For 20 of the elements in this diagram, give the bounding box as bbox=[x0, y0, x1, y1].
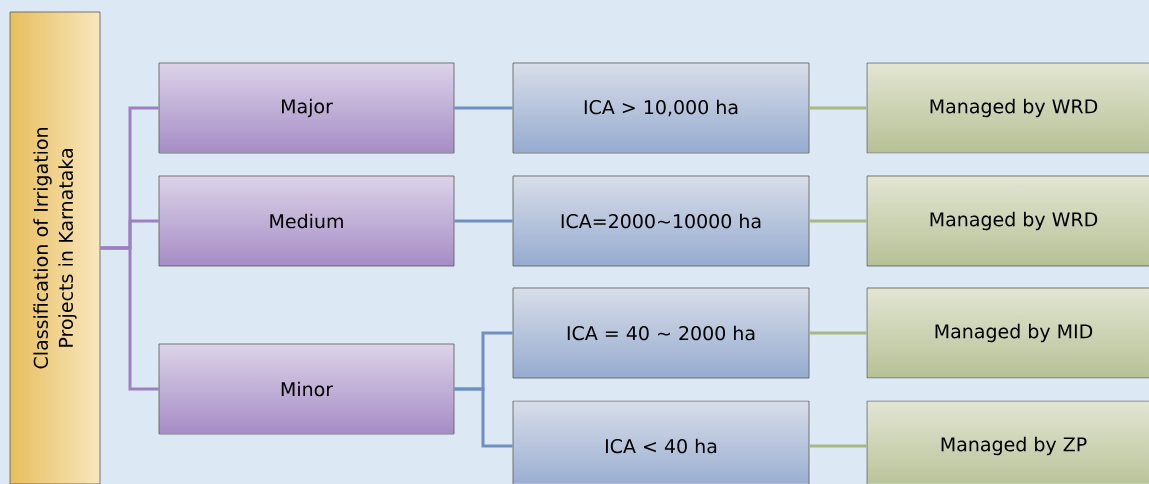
category-box: Minor bbox=[158, 343, 455, 435]
connector-line bbox=[809, 331, 867, 335]
connector-line bbox=[454, 387, 513, 448]
connector-line bbox=[809, 219, 867, 223]
connector-line bbox=[809, 106, 867, 110]
area-box: ICA > 10,000 ha bbox=[512, 62, 810, 154]
connector-line bbox=[100, 246, 159, 391]
connector-line bbox=[454, 219, 513, 223]
agency-box: Managed by WRD bbox=[866, 175, 1149, 267]
connector-line bbox=[454, 106, 513, 110]
category-box: Medium bbox=[158, 175, 455, 267]
category-box: Major bbox=[158, 62, 455, 154]
agency-box: Managed by WRD bbox=[866, 62, 1149, 154]
area-box: ICA < 40 ha bbox=[512, 400, 810, 484]
connector-line bbox=[809, 444, 867, 448]
agency-box: Managed by MID bbox=[866, 287, 1149, 379]
area-box: ICA=2000~10000 ha bbox=[512, 175, 810, 267]
agency-box: Managed by ZP bbox=[866, 400, 1149, 484]
title-bar: Classification of Irrigation Projects in Karnataka bbox=[9, 11, 101, 484]
area-box: ICA = 40 ~ 2000 ha bbox=[512, 287, 810, 379]
